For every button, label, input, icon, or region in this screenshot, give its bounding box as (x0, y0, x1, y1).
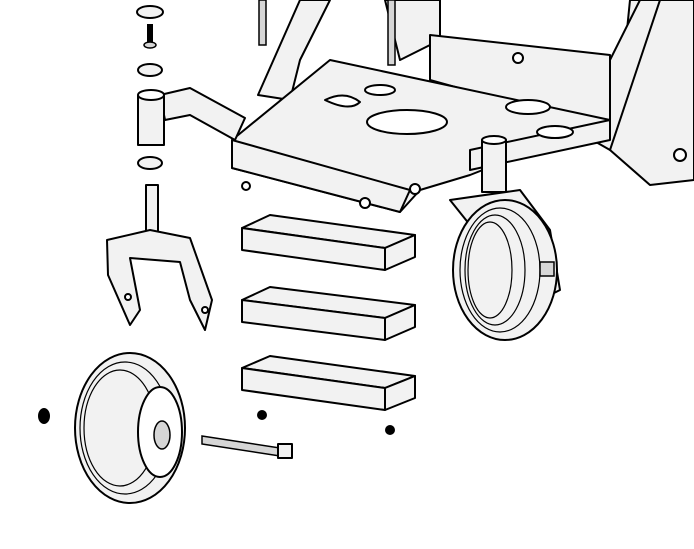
caster-hardware-stack (136, 5, 165, 170)
axle-bolt (201, 435, 293, 459)
caster-fork (106, 184, 213, 331)
right-caster-wheel (449, 189, 561, 341)
spacer-blocks (241, 214, 416, 435)
front-wheel (38, 352, 186, 504)
mower-frame (159, 0, 694, 213)
